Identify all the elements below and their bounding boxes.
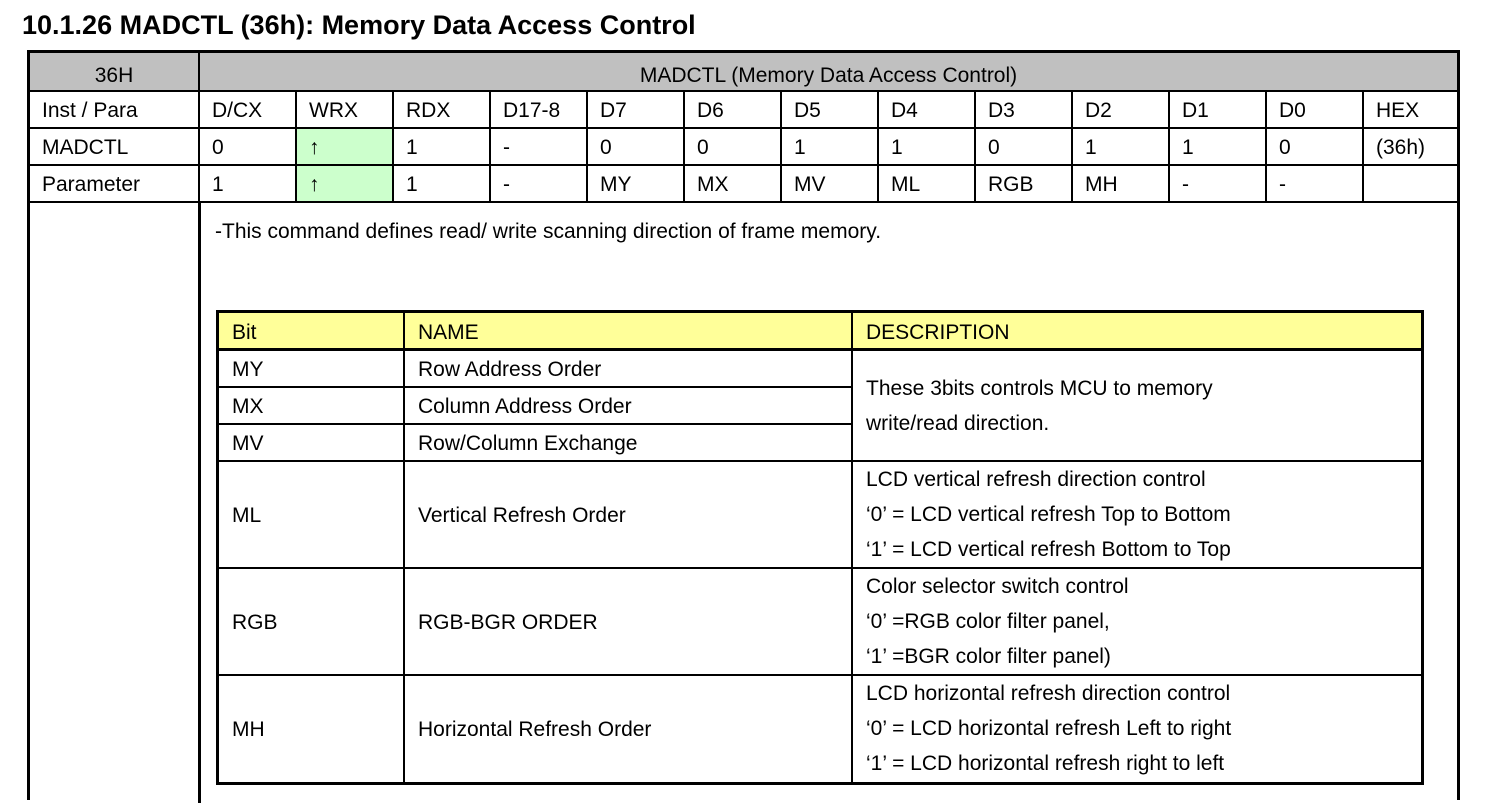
table-cell: 0 [588, 129, 685, 164]
name-cell-mh: Horizontal Refresh Order [418, 718, 652, 741]
table-cell: 1 [1170, 129, 1267, 164]
col-header: Inst / Para [30, 92, 200, 127]
bit-table-header-row: Bit NAME DESCRIPTION [219, 313, 1421, 351]
table-cell: Parameter [30, 166, 200, 201]
col-header: D17-8 [491, 92, 588, 127]
table-cell: - [1267, 166, 1364, 201]
register-table: 36H MADCTL (Memory Data Access Control) … [27, 50, 1460, 803]
description-cell-ml: LCD vertical refresh direction control ‘… [853, 462, 1421, 567]
command-description: MADCTL (Memory Data Access Control) [639, 64, 1018, 87]
description-cell-mxy: These 3bits controls MCU to memory write… [853, 351, 1421, 460]
name-cell-my: Row Address Order [418, 358, 602, 381]
table-cell: MY [588, 166, 685, 201]
table-cell: 0 [685, 129, 782, 164]
register-header-row: 36H MADCTL (Memory Data Access Control) [30, 53, 1457, 92]
name-cell-mv: Row/Column Exchange [418, 432, 638, 455]
table-cell: 1 [200, 166, 297, 201]
description-line: ‘0’ =RGB color filter panel, [866, 610, 1110, 633]
table-cell: ML [879, 166, 976, 201]
command-intro: -This command defines read/ write scanni… [215, 220, 882, 243]
row-divider [219, 674, 1421, 676]
register-row-parameter: Parameter 1 ↑ 1 - MY MX MV ML RGB MH - - [30, 166, 1457, 203]
col-header: D5 [782, 92, 879, 127]
table-cell: MV [782, 166, 879, 201]
row-divider [219, 567, 1421, 569]
description-divider [198, 203, 201, 803]
col-header: RDX [394, 92, 491, 127]
description-cell-mh: LCD horizontal refresh direction control… [853, 676, 1421, 782]
hex-cell: (36h) [1376, 136, 1426, 159]
table-cell: 1 [1073, 129, 1170, 164]
row-divider [219, 423, 851, 425]
bit-cell-my: MY [232, 358, 264, 381]
col-header: D1 [1170, 92, 1267, 127]
table-cell: MADCTL [30, 129, 200, 164]
name-cell-ml: Vertical Refresh Order [418, 504, 626, 527]
hex-cell [1364, 166, 1457, 201]
row-divider [219, 386, 851, 388]
description-line: ‘0’ = LCD horizontal refresh Left to rig… [866, 717, 1232, 740]
description-line: ‘0’ = LCD vertical refresh Top to Bottom [866, 503, 1231, 526]
table-cell: 1 [879, 129, 976, 164]
description-column-header: DESCRIPTION [866, 321, 1010, 344]
column-divider [403, 313, 405, 782]
table-cell: 0 [1267, 129, 1364, 164]
wrx-cell: ↑ [297, 166, 394, 201]
wrx-cell: ↑ [297, 129, 394, 164]
table-cell: - [491, 166, 588, 201]
bit-cell-rgb: RGB [232, 611, 278, 634]
col-header: WRX [297, 92, 394, 127]
col-header: D4 [879, 92, 976, 127]
column-divider [851, 313, 853, 782]
table-cell: 1 [782, 129, 879, 164]
name-cell-rgb: RGB-BGR ORDER [418, 611, 598, 634]
description-line: write/read direction. [866, 412, 1050, 435]
col-header: HEX [1376, 99, 1420, 122]
page-title: 10.1.26 MADCTL (36h): Memory Data Access… [22, 10, 696, 40]
table-cell: MX [685, 166, 782, 201]
description-line: LCD horizontal refresh direction control [866, 682, 1231, 705]
register-row-command: MADCTL 0 ↑ 1 - 0 0 1 1 0 1 1 0 (36h) [30, 129, 1457, 166]
description-line: ‘1’ = LCD vertical refresh Bottom to Top [866, 538, 1231, 561]
description-line: These 3bits controls MCU to memory [866, 377, 1213, 400]
command-code: 36H [30, 53, 200, 90]
description-line: ‘1’ =BGR color filter panel) [866, 645, 1111, 668]
table-cell: 1 [394, 166, 491, 201]
col-header: D3 [976, 92, 1073, 127]
col-header: D0 [1267, 92, 1364, 127]
name-column-header: NAME [418, 321, 479, 344]
col-header: D7 [588, 92, 685, 127]
col-header: D/CX [200, 92, 297, 127]
bit-cell-mx: MX [232, 395, 264, 418]
description-line: ‘1’ = LCD horizontal refresh right to le… [866, 752, 1225, 775]
description-line: LCD vertical refresh direction control [866, 468, 1206, 491]
table-cell: 1 [394, 129, 491, 164]
bit-cell-mv: MV [232, 432, 264, 455]
table-cell: RGB [976, 166, 1073, 201]
bit-column-header: Bit [232, 321, 257, 344]
bit-cell-ml: ML [232, 504, 262, 527]
table-cell: - [491, 129, 588, 164]
col-header: D2 [1073, 92, 1170, 127]
table-cell: MH [1073, 166, 1170, 201]
table-cell: 0 [976, 129, 1073, 164]
table-cell: 0 [200, 129, 297, 164]
name-cell-mx: Column Address Order [418, 395, 632, 418]
description-line: Color selector switch control [866, 575, 1129, 598]
row-divider [219, 460, 1421, 462]
register-column-header-row: Inst / Para D/CX WRX RDX D17-8 D7 D6 D5 … [30, 92, 1457, 129]
table-cell: - [1170, 166, 1267, 201]
col-header: D6 [685, 92, 782, 127]
description-cell-rgb: Color selector switch control ‘0’ =RGB c… [853, 569, 1421, 674]
bit-cell-mh: MH [232, 718, 265, 741]
bit-description-table: Bit NAME DESCRIPTION MY Row Address Orde… [216, 310, 1424, 785]
